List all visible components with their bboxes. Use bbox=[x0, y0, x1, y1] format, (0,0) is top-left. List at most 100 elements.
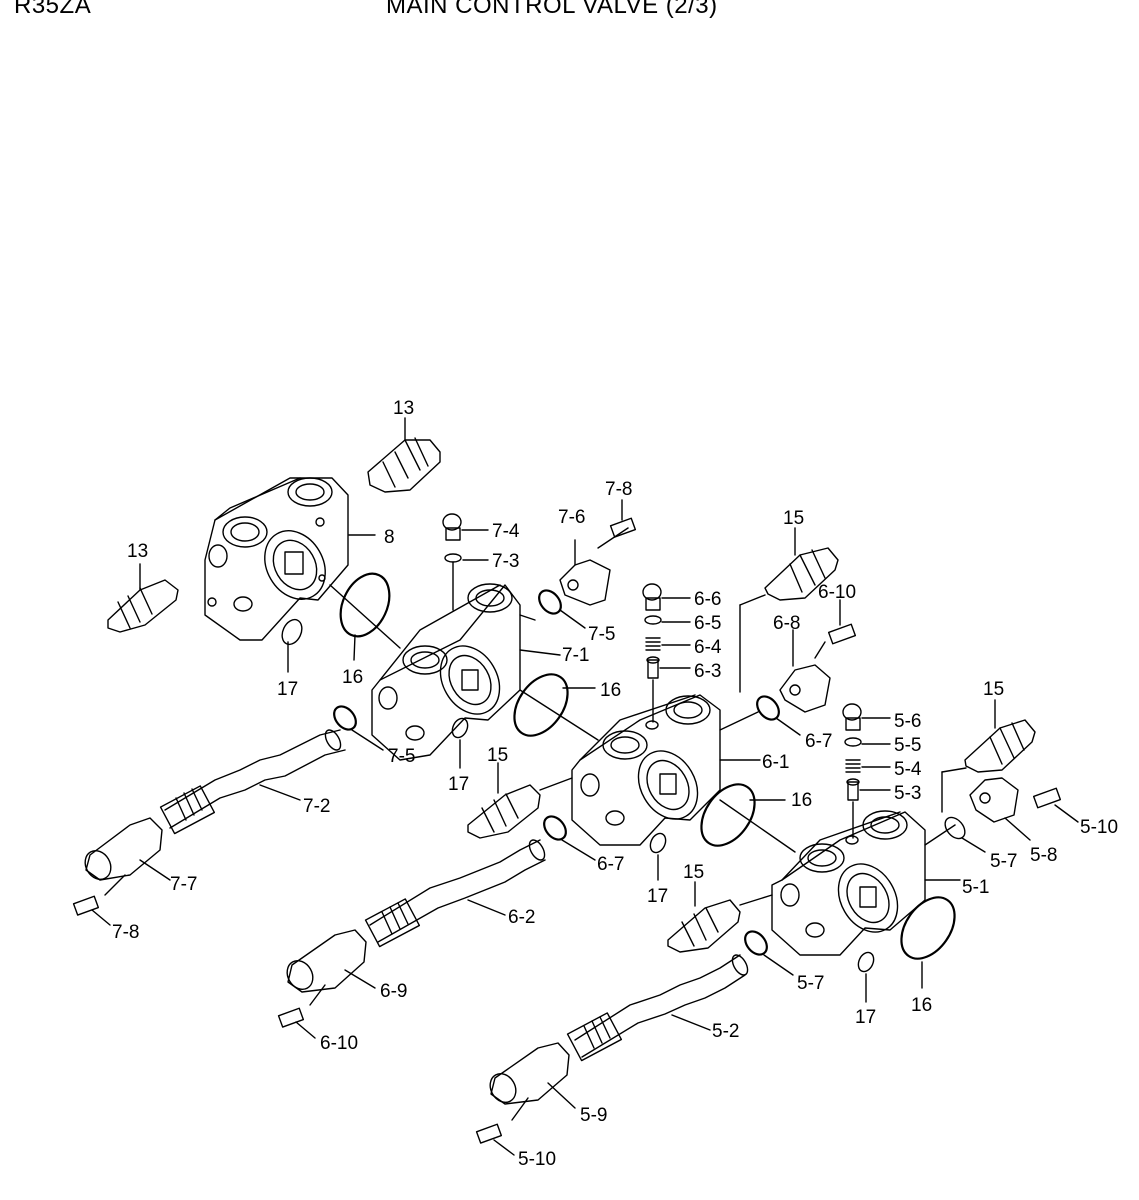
callout-7-7: 7-7 bbox=[170, 874, 197, 895]
poppet-6-3 bbox=[646, 656, 691, 723]
callout-15-d: 15 bbox=[683, 862, 704, 883]
flange-5-8 bbox=[969, 777, 1031, 841]
callout-17-c: 17 bbox=[647, 886, 668, 907]
callout-13-left: 13 bbox=[127, 541, 148, 562]
connector-7-8-top bbox=[609, 499, 637, 538]
o-ring-5-5 bbox=[844, 737, 862, 747]
callout-6-8: 6-8 bbox=[773, 613, 800, 634]
relief-valve-13-top bbox=[367, 417, 441, 493]
callout-5-4: 5-4 bbox=[894, 759, 922, 780]
callout-7-4: 7-4 bbox=[492, 521, 520, 542]
callout-8: 8 bbox=[384, 527, 395, 548]
cover-5-9 bbox=[489, 1042, 576, 1121]
o-ring-17-c bbox=[649, 832, 667, 854]
callout-6-6: 6-6 bbox=[694, 589, 721, 610]
connector-6-10-bottom bbox=[277, 1007, 316, 1039]
callout-16-b: 16 bbox=[600, 680, 621, 701]
callout-7-8-top: 7-8 bbox=[605, 479, 632, 500]
o-ring-17-d bbox=[857, 951, 875, 973]
valve-body-5 bbox=[771, 810, 961, 956]
callout-13-top: 13 bbox=[393, 398, 414, 419]
callout-16-c: 16 bbox=[791, 790, 812, 811]
relief-valve-15-b bbox=[467, 762, 573, 839]
o-ring-6-5 bbox=[644, 615, 662, 625]
relief-valve-15-a bbox=[739, 527, 839, 693]
callout-17-d: 17 bbox=[855, 1007, 876, 1028]
poppet-5-3 bbox=[846, 778, 891, 839]
callout-7-8-bottom: 7-8 bbox=[112, 922, 139, 943]
callout-5-1: 5-1 bbox=[962, 877, 989, 898]
spring-5-4 bbox=[845, 759, 891, 773]
spool-5-2 bbox=[566, 954, 749, 1062]
o-ring-16-b bbox=[513, 673, 569, 737]
callout-6-7-b: 6-7 bbox=[597, 854, 624, 875]
o-ring-16-d bbox=[900, 896, 956, 960]
callout-6-4: 6-4 bbox=[694, 637, 722, 658]
connector-5-10-top bbox=[1032, 787, 1079, 823]
plug-7-4 bbox=[442, 513, 462, 531]
callout-5-10-top: 5-10 bbox=[1080, 817, 1118, 838]
o-ring-7-5-b bbox=[333, 705, 357, 731]
o-ring-7-5-a bbox=[538, 589, 562, 615]
connector-5-10-bottom bbox=[475, 1123, 515, 1156]
spring-6-4 bbox=[645, 637, 691, 651]
o-ring-17-a bbox=[281, 618, 303, 646]
relief-valve-13-left bbox=[107, 563, 179, 633]
o-ring-16-a bbox=[339, 572, 391, 638]
callout-7-3: 7-3 bbox=[492, 551, 519, 572]
cover-7-7 bbox=[84, 817, 171, 896]
callout-5-8: 5-8 bbox=[1030, 845, 1057, 866]
spool-6-2 bbox=[364, 839, 546, 948]
model-label: R35ZA bbox=[14, 0, 92, 19]
relief-valve-15-c bbox=[941, 699, 1036, 813]
callout-17-b: 17 bbox=[448, 774, 469, 795]
diagram-title: MAIN CONTROL VALVE (2/3) bbox=[386, 0, 718, 19]
callout-7-1: 7-1 bbox=[562, 645, 589, 666]
callout-6-10-bottom: 6-10 bbox=[320, 1033, 358, 1054]
o-ring-5-7-b bbox=[744, 930, 768, 956]
callout-15-c: 15 bbox=[983, 679, 1004, 700]
callout-7-6: 7-6 bbox=[558, 507, 585, 528]
callout-5-10-bottom: 5-10 bbox=[518, 1149, 556, 1170]
o-ring-6-7-a bbox=[756, 695, 780, 721]
callout-7-5-b: 7-5 bbox=[388, 746, 415, 767]
connector-7-8-bottom bbox=[72, 895, 111, 926]
callout-5-5: 5-5 bbox=[894, 735, 921, 756]
valve-body-7 bbox=[371, 583, 561, 761]
callout-5-3: 5-3 bbox=[894, 783, 921, 804]
callout-15-a: 15 bbox=[783, 508, 804, 529]
callout-5-2: 5-2 bbox=[712, 1021, 739, 1042]
relief-valve-15-d bbox=[667, 881, 773, 953]
flange-7-6 bbox=[559, 527, 629, 606]
o-ring-16-c bbox=[700, 783, 756, 847]
valve-body-6 bbox=[571, 694, 761, 846]
callout-6-9: 6-9 bbox=[380, 981, 407, 1002]
flange-6-8 bbox=[779, 629, 831, 713]
o-ring-5-7-a bbox=[944, 816, 966, 840]
o-ring-17-b bbox=[451, 717, 469, 739]
callout-5-7-b: 5-7 bbox=[797, 973, 824, 994]
o-ring-6-7-b bbox=[543, 815, 567, 841]
callout-6-10-top: 6-10 bbox=[818, 582, 856, 603]
callout-7-2: 7-2 bbox=[303, 796, 330, 817]
callout-6-7-a: 6-7 bbox=[805, 731, 832, 752]
callout-6-3: 6-3 bbox=[694, 661, 721, 682]
cover-6-9 bbox=[286, 929, 376, 1006]
callout-17-a: 17 bbox=[277, 679, 298, 700]
callout-5-6: 5-6 bbox=[894, 711, 921, 732]
callout-5-7-a: 5-7 bbox=[990, 851, 1017, 872]
callout-7-5-a: 7-5 bbox=[588, 624, 615, 645]
plug-5-6 bbox=[842, 703, 862, 721]
connector-6-10-top bbox=[814, 599, 857, 659]
spool-7-2 bbox=[159, 729, 346, 835]
callout-16-a: 16 bbox=[342, 667, 363, 688]
valve-body-8 bbox=[204, 477, 349, 641]
callout-16-d: 16 bbox=[911, 995, 932, 1016]
o-ring-7-3 bbox=[444, 553, 462, 563]
callout-6-1: 6-1 bbox=[762, 752, 789, 773]
callout-6-2: 6-2 bbox=[508, 907, 535, 928]
plug-6-6 bbox=[642, 583, 662, 601]
callout-15-b: 15 bbox=[487, 745, 508, 766]
callout-5-9: 5-9 bbox=[580, 1105, 607, 1126]
